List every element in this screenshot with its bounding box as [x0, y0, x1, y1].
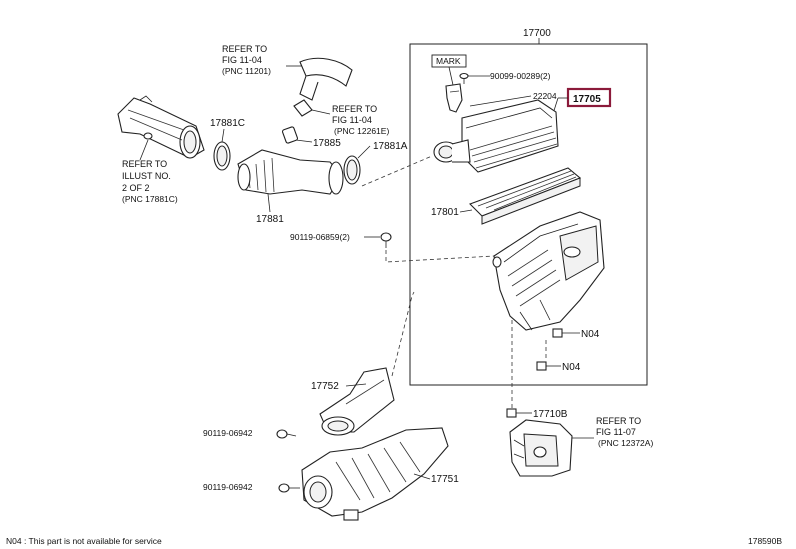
air-inlet-17752 [319, 367, 395, 436]
clamp-17881a [343, 155, 361, 185]
ref4-line1: REFER TO [596, 416, 641, 426]
footnote: N04 : This part is not available for ser… [6, 536, 162, 546]
air-cleaner-case-lower [492, 211, 605, 331]
air-duct-17751 [301, 427, 449, 521]
part-label-22204: 22204 [533, 91, 557, 101]
bolt-90099 [459, 72, 490, 84]
air-flow-meter-22204 [445, 83, 463, 113]
part-label-17710b: 17710B [533, 409, 568, 420]
clamp-17881c [213, 141, 231, 171]
part-label-17752: 17752 [311, 381, 339, 392]
ref2-line3: (PNC 12261E) [334, 126, 389, 136]
part-label-17881a: 17881A [373, 141, 408, 152]
ref2-line2: FIG 11-04 [332, 115, 372, 125]
intake-hose-17881 [237, 149, 344, 195]
part-label-17801: 17801 [431, 207, 459, 218]
grommet-17710b [506, 408, 532, 418]
part-label-17881c: 17881C [210, 118, 245, 129]
part-label-90119-06942-upper: 90119-06942 [203, 428, 253, 438]
hose-ref-12261e [293, 99, 331, 117]
ref3-line2: ILLUST NO. [122, 171, 171, 181]
mark-label: MARK [436, 56, 461, 66]
bolt-90119-06942-lower [278, 483, 300, 493]
part-label-n04-lower: N04 [562, 362, 581, 373]
part-label-90119-06859: 90119-06859(2) [290, 232, 350, 242]
assembly-frame [409, 43, 648, 386]
grommet-n04-lower [536, 361, 561, 371]
bolt-90119-06859 [380, 232, 392, 248]
filter-element-17801 [469, 167, 582, 225]
clip-17885 [281, 126, 299, 144]
ref1-line3: (PNC 11201) [222, 66, 271, 76]
ref4-line2: FIG 11-07 [596, 427, 636, 437]
ref3-line1: REFER TO [122, 159, 167, 169]
ref1-line1: REFER TO [222, 44, 267, 54]
part-label-n04-upper: N04 [581, 329, 600, 340]
bracket-ref-12372a [509, 419, 573, 477]
air-cleaner-cap-17705 [433, 99, 559, 173]
ref1-line2: FIG 11-04 [222, 55, 262, 65]
highlighted-part-box[interactable] [566, 87, 612, 108]
intake-pipe-ref-11201 [299, 57, 353, 101]
bolt-90119-06942-upper [276, 429, 297, 439]
part-label-17751: 17751 [431, 474, 459, 485]
part-label-17705[interactable]: 17705 [573, 94, 601, 105]
part-label-90119-06942-lower: 90119-06942 [203, 482, 253, 492]
air-duct-inlet [117, 95, 205, 159]
ref2-line1: REFER TO [332, 104, 377, 114]
figure-code: 178590B [748, 536, 782, 546]
part-label-90099-00289: 90099-00289(2) [490, 71, 551, 81]
grommet-n04-upper [552, 328, 580, 338]
assembly-number-label: 17700 [523, 28, 551, 39]
part-label-17885: 17885 [313, 138, 341, 149]
ref4-line3: (PNC 12372A) [598, 438, 653, 448]
part-label-17881: 17881 [256, 214, 284, 225]
ref3-line4: (PNC 17881C) [122, 194, 178, 204]
ref3-line3: 2 OF 2 [122, 183, 150, 193]
